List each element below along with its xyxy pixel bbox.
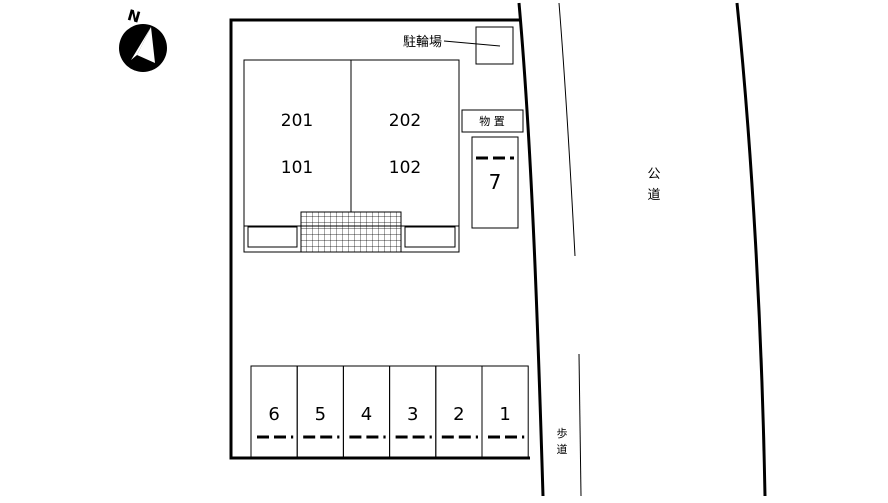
- parking-space-6-label: 6: [268, 404, 279, 425]
- parking-space-2-label: 2: [453, 404, 464, 425]
- porch-left-outer: [243, 225, 302, 253]
- parking-space-5-label: 5: [315, 404, 326, 425]
- north-arrow-icon: [119, 24, 167, 72]
- road-edge-outer: [735, 2, 767, 497]
- parking-space-7: [471, 136, 519, 229]
- bicycle-parking-leader: [443, 40, 501, 47]
- porch-right-inner: [404, 226, 456, 248]
- parking-space-1-label: 1: [499, 404, 510, 425]
- public-road-label-2: 道: [647, 188, 660, 203]
- porch-left-inner: [247, 226, 298, 248]
- entrance-grating: [300, 211, 402, 253]
- unit-202: 202: [389, 111, 421, 131]
- parking-space-7-label: 7: [489, 170, 502, 194]
- sidewalk-line-upper: [558, 2, 576, 257]
- parking-space-4-label: 4: [361, 404, 372, 425]
- bicycle-parking-area: [475, 26, 514, 65]
- bicycle-parking-label: 駐輪場: [403, 34, 442, 50]
- storage-label: 物 置: [479, 114, 505, 128]
- unit-101: 101: [281, 158, 313, 178]
- sidewalk-line-lower: [578, 353, 582, 497]
- parking-spaces-1-6: 6 5 4 3 2 1: [250, 365, 529, 459]
- unit-201: 201: [281, 111, 313, 131]
- storage-shed: [461, 109, 524, 133]
- sidewalk-label-1: 歩: [557, 426, 568, 440]
- compass-north-label: N: [125, 6, 142, 27]
- unit-102: 102: [389, 158, 421, 178]
- sidewalk-label-2: 道: [557, 442, 568, 456]
- parking-space-3-label: 3: [407, 404, 418, 425]
- parking-space-1: [481, 365, 529, 459]
- public-road-label-1: 公: [647, 167, 660, 182]
- road-edge-inner: [517, 2, 545, 497]
- porch-right-outer: [400, 225, 460, 253]
